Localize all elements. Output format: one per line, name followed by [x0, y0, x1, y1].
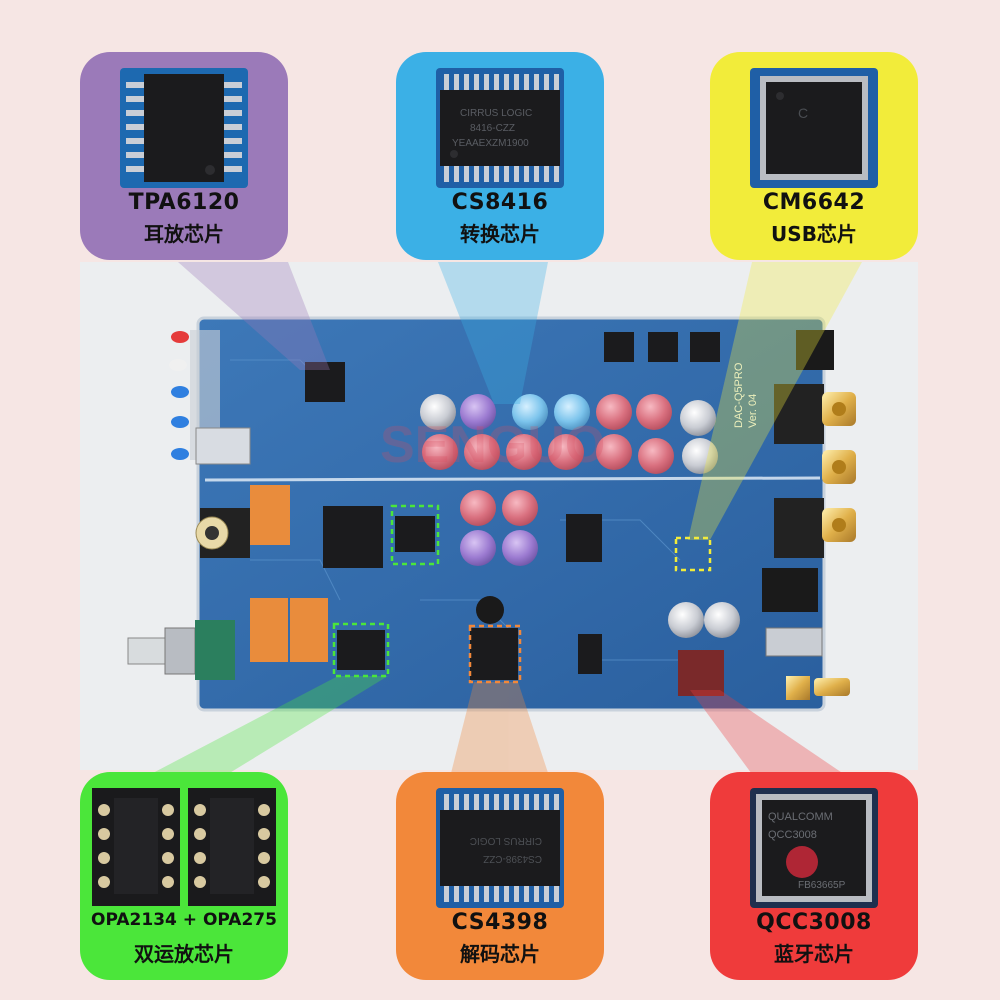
silkscreen-model: DAC-Q5PRO [733, 362, 745, 428]
beam-cm6642 [688, 262, 862, 540]
beam-tpa6120 [178, 262, 330, 370]
chip-photo-tpa6120 [120, 68, 248, 188]
capacitors [420, 394, 740, 638]
chip-card-qcc3008: QUALCOMM QCC3008 FB63665P QCC3008 蓝牙芯片 [710, 772, 918, 980]
chip-desc-cm6642: USB芯片 [771, 222, 857, 246]
callout-box-cs4398 [468, 624, 522, 684]
marking-qcc3008-lot: FB63665P [798, 880, 846, 891]
chip-desc-cs4398: 解码芯片 [460, 942, 540, 966]
chip-photo-opa [88, 788, 280, 908]
power-jack [796, 330, 834, 370]
chip-photo-cs8416: CIRRUS LOGIC 8416-CZZ YEAAEXZM1900 [436, 68, 564, 188]
chip-desc-opa: 双运放芯片 [134, 942, 234, 966]
marking-cs4398-brand: CIRRUS LOGIC [470, 835, 542, 846]
marking-cs4398-part: CS4398-CZZ [483, 853, 542, 864]
chip-model-cs4398: CS4398 [451, 910, 549, 935]
marking-cs8416-part: 8416-CZZ [470, 123, 515, 134]
callout-box-opa-2 [332, 622, 390, 678]
chip-model-qcc3008: QCC3008 [756, 910, 872, 935]
chip-model-cs8416: CS8416 [451, 190, 549, 215]
chip-photo-cs4398: CS4398-CZZ CIRRUS LOGIC [436, 788, 564, 908]
marking-cs8416-lot: YEAAEXZM1900 [452, 138, 529, 149]
beam-qcc3008 [690, 690, 860, 785]
chip-card-cs4398: CS4398-CZZ CIRRUS LOGIC CS4398 解码芯片 [396, 772, 604, 980]
beam-opa [130, 676, 388, 785]
beam-cs4398 [448, 682, 552, 785]
board-ics [305, 332, 724, 696]
relays [250, 485, 328, 662]
chip-desc-cs8416: 转换芯片 [460, 222, 540, 246]
callout-box-cm6642 [674, 536, 712, 572]
chip-desc-qcc3008: 蓝牙芯片 [774, 942, 854, 966]
silkscreen-version: Ver. 04 [747, 394, 759, 428]
marking-cs8416-brand: CIRRUS LOGIC [460, 108, 532, 119]
chip-card-cs8416: CIRRUS LOGIC 8416-CZZ YEAAEXZM1900 CS841… [396, 52, 604, 260]
chip-card-tpa6120: TPA6120 耳放芯片 [80, 52, 288, 260]
beam-cs8416 [438, 262, 548, 404]
marking-cm6642: C [798, 105, 808, 121]
chip-card-cm6642: C CM6642 USB芯片 [710, 52, 918, 260]
chip-photo-cm6642: C [750, 68, 878, 188]
chip-model-tpa6120: TPA6120 [128, 190, 240, 215]
rca-jacks [774, 384, 856, 558]
volume-knob [127, 620, 235, 680]
marking-qcc3008-brand: QUALCOMM [768, 811, 833, 823]
chip-photo-qcc3008: QUALCOMM QCC3008 FB63665P [750, 788, 878, 908]
chip-model-opa: OPA2134 + OPA275 [91, 910, 277, 930]
callout-box-opa-1 [390, 504, 440, 566]
marking-qcc3008-part: QCC3008 [768, 829, 817, 841]
watermark: SENGUO [380, 416, 605, 474]
chip-desc-tpa6120: 耳放芯片 [144, 222, 224, 246]
io-ports [762, 568, 850, 700]
chip-model-cm6642: CM6642 [762, 190, 866, 215]
headphone-jack [195, 508, 250, 558]
toggle-switch [195, 427, 251, 465]
chip-card-opa: OPA2134 + OPA275 双运放芯片 [80, 772, 288, 980]
highlight-qcc3008 [678, 650, 724, 696]
board-silkscreen: DAC-Q5PRO Ver. 04 [733, 362, 759, 428]
